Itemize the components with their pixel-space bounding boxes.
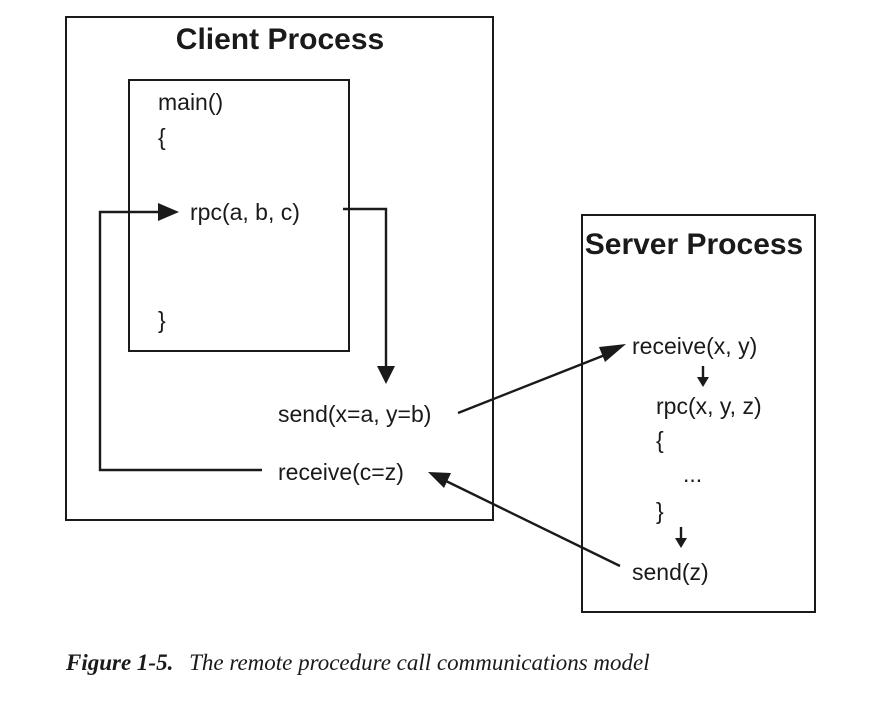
send-to-server-receive-arrow <box>457 351 611 415</box>
client-receive-label: receive(c=z) <box>278 459 404 485</box>
rpc-to-send-arrowhead <box>377 366 395 384</box>
brace-to-send-small-arrowhead <box>675 538 687 548</box>
figure-caption-label: Figure 1-5. <box>65 650 173 675</box>
server-open-brace: { <box>656 427 664 453</box>
figure-caption-text: The remote procedure call communications… <box>189 650 650 675</box>
server-process-box <box>581 214 816 613</box>
send-to-server-receive-arrowhead <box>599 344 626 362</box>
figure-caption: Figure 1-5. The remote procedure call co… <box>65 650 650 675</box>
client-send-label: send(x=a, y=b) <box>278 401 431 427</box>
server-ellipsis: ... <box>683 461 702 487</box>
client-process-box <box>65 16 494 521</box>
server-rpc-label: rpc(x, y, z) <box>656 393 762 419</box>
client-process-title: Client Process <box>176 23 384 56</box>
main-function-box <box>128 79 350 352</box>
rpc-to-send-arrow <box>343 207 388 368</box>
server-send-label: send(z) <box>632 559 709 585</box>
server-process-title: Server Process <box>585 228 804 261</box>
server-send-to-receive-arrow <box>445 479 621 568</box>
receive-to-rpc-arrowhead <box>158 203 179 221</box>
server-send-to-receive-arrowhead <box>428 472 451 488</box>
main-signature: main() <box>158 89 223 115</box>
receive-to-rpc-small-arrowhead <box>697 377 709 387</box>
rpc-call-label: rpc(a, b, c) <box>190 199 300 225</box>
server-close-brace: } <box>656 498 664 524</box>
server-receive-label: receive(x, y) <box>632 333 757 359</box>
main-close-brace: } <box>158 307 166 333</box>
receive-to-rpc-arrow <box>98 210 262 472</box>
main-open-brace: { <box>158 124 166 150</box>
